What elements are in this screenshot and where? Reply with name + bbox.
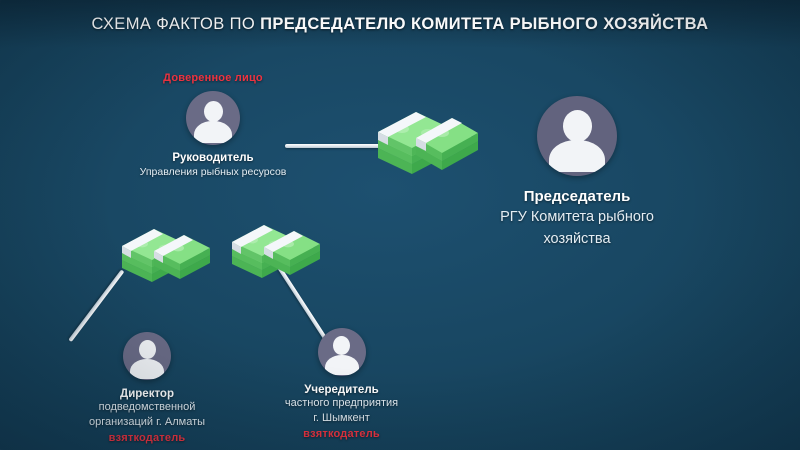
node-director-org-line1: подведомственной [98,401,196,413]
avatar-body [130,359,164,379]
title-bar: СХЕМА ФАКТОВ ПО ПРЕДСЕДАТЕЛЮ КОМИТЕТА РЫ… [0,0,800,48]
node-rukovoditel: Доверенное лицо Руководитель Управления … [108,72,318,178]
money-stack-icon [372,102,482,184]
node-predsedatel-org-line1: РГУ Комитета рыбного [500,209,654,225]
node-uchreditel: Учередитель частного предприятия г. Шымк… [234,328,449,440]
node-uchreditel-role: Учередитель [304,384,379,396]
node-predsedatel-org-line2: хозяйства [543,231,611,248]
person-avatar-icon [123,332,171,380]
node-rukovoditel-org: Управления рыбных ресурсов [139,166,287,178]
node-director-role: Директор [120,388,174,400]
person-avatar-icon [317,328,366,376]
avatar-body [549,140,605,172]
page-title: СХЕМА ФАКТОВ ПО ПРЕДСЕДАТЕЛЮ КОМИТЕТА РЫ… [92,15,709,34]
node-rukovoditel-role: Руководитель [172,152,254,164]
node-predsedatel: Председатель РГУ Комитета рыбного хозяйс… [452,96,702,249]
node-uchreditel-org-line2: г. Шымкент [313,411,370,424]
money-stack-icon [228,218,324,290]
node-director-org-line2: организаций г. Алматы [88,415,206,428]
node-uchreditel-org-line1: частного предприятия [284,397,399,409]
avatar-head [203,101,223,122]
person-avatar-icon [186,91,240,145]
person-avatar-icon [537,96,617,176]
title-light-text: СХЕМА ФАКТОВ ПО [91,14,261,33]
money-stack-icon [118,222,214,294]
connector-line-rukovoditel-to-money [285,144,385,148]
node-predsedatel-role: Председатель [523,188,631,205]
node-rukovoditel-tag: Доверенное лицо [163,72,263,84]
node-uchreditel-tag: взяткодатель [303,427,380,440]
avatar-body [324,355,359,375]
avatar-head [138,340,156,359]
node-director-tag: взяткодатель [108,431,186,444]
node-director: Директор подведомственной организаций г.… [42,332,252,444]
avatar-head [333,336,350,355]
avatar-body [194,121,232,143]
avatar-head [562,110,592,142]
title-bold-text: ПРЕДСЕДАТЕЛЮ КОМИТЕТА РЫБНОГО ХОЗЯЙСТВА [260,14,709,33]
